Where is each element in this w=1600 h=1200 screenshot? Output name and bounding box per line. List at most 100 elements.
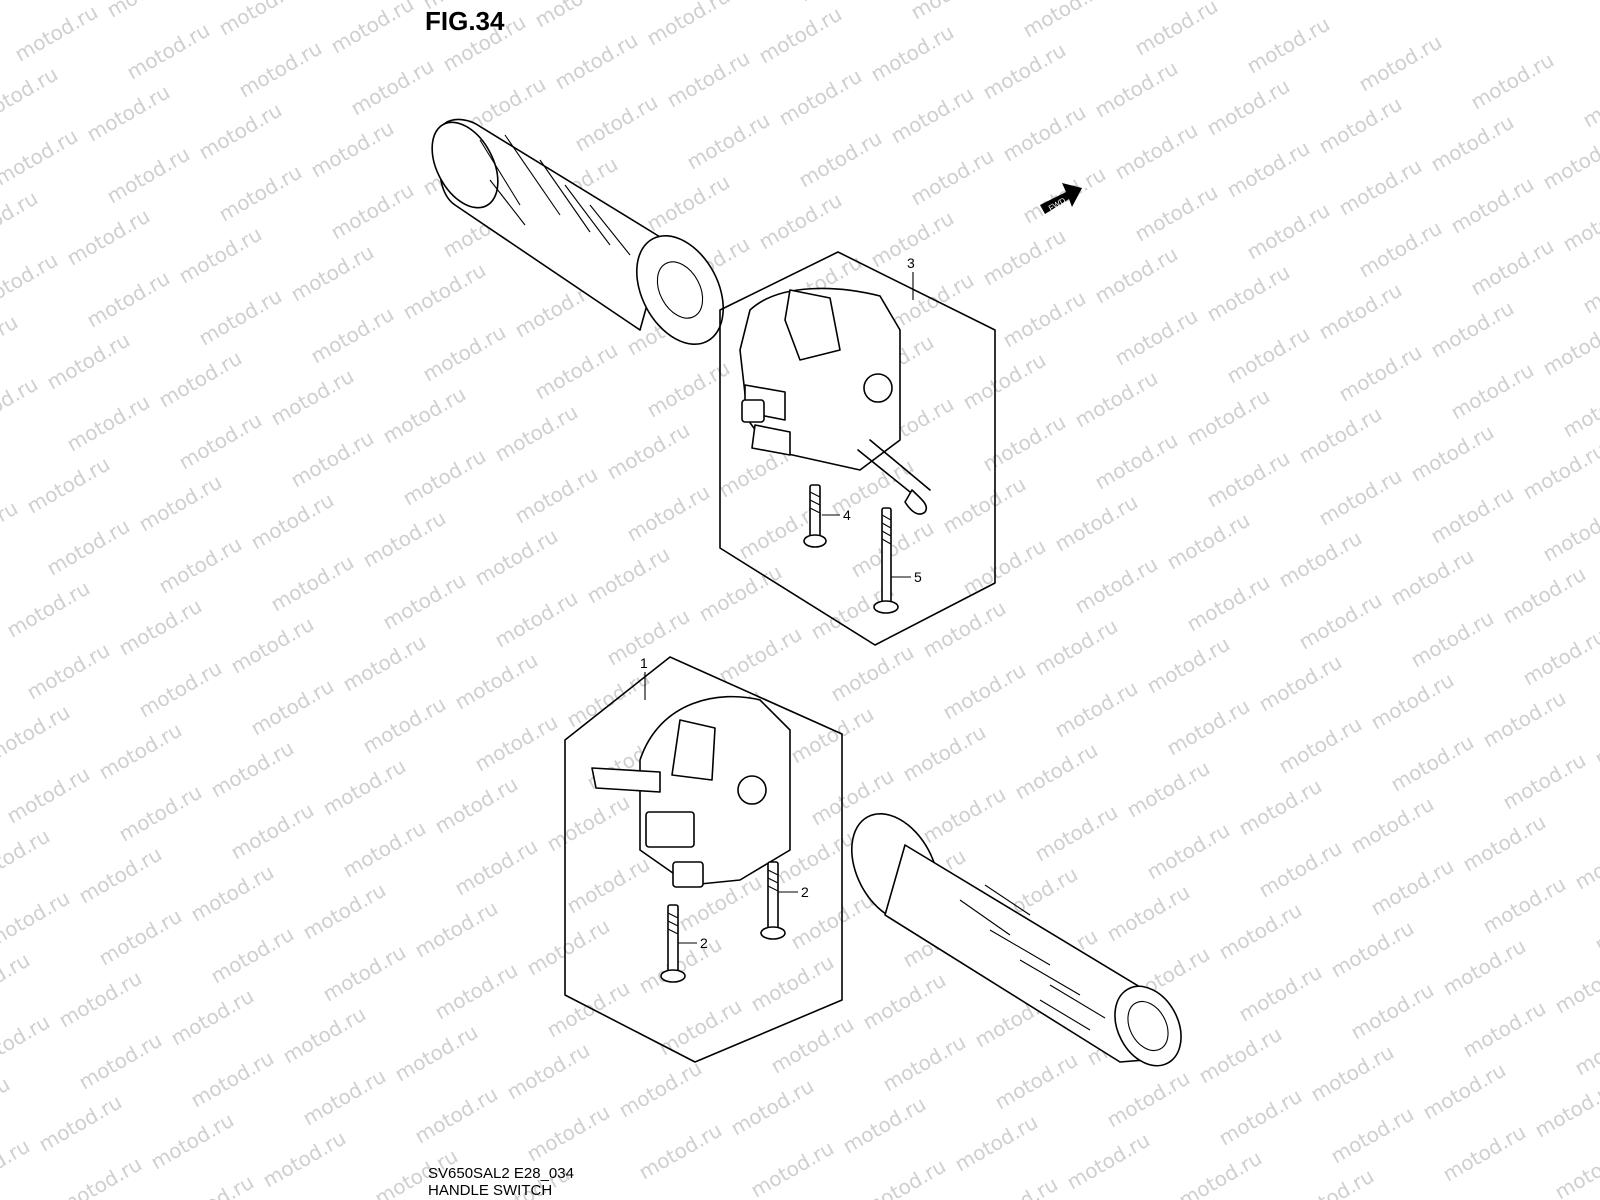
watermark-text: motod.ru — [1539, 500, 1600, 567]
watermark-text: motod.ru — [207, 736, 298, 803]
watermark-text: motod.ru — [839, 1092, 930, 1159]
watermark-text: motod.ru — [695, 560, 786, 627]
watermark-text: motod.ru — [319, 754, 410, 821]
watermark-text: motod.ru — [1051, 676, 1142, 743]
watermark-text: motod.ru — [727, 1074, 818, 1141]
watermark-text: motod.ru — [135, 470, 226, 537]
watermark-text: motod.ru — [523, 914, 614, 981]
watermark-text: motod.ru — [1295, 402, 1386, 469]
watermark-text: motod.ru — [1235, 960, 1326, 1027]
watermark-text: motod.ru — [55, 966, 146, 1033]
watermark-text: motod.ru — [1131, 180, 1222, 247]
right-switch-assembly-group — [719, 251, 996, 646]
watermark-text: motod.ru — [0, 0, 82, 4]
watermark-text: motod.ru — [1355, 216, 1446, 283]
watermark-text: motod.ru — [411, 1082, 502, 1149]
callout-5: 5 — [914, 569, 922, 585]
watermark-text: motod.ru — [919, 782, 1010, 849]
watermark-text: motod.ru — [951, 1110, 1042, 1177]
watermark-text: motod.ru — [0, 186, 42, 253]
watermark-text: motod.ru — [1367, 854, 1458, 921]
watermark-text: motod.ru — [1439, 1120, 1530, 1187]
watermark-text: motod.ru — [1571, 1014, 1600, 1081]
watermark-text: motod.ru — [327, 178, 418, 245]
watermark-text: motod.ru — [1143, 632, 1234, 699]
watermark-text: motod.ru — [431, 772, 522, 839]
callout-2a: 2 — [801, 884, 809, 900]
watermark-text: motod.ru — [379, 568, 470, 635]
watermark-text: motod.ru — [339, 630, 430, 697]
watermark-text: motod.ru — [1347, 792, 1438, 859]
callout-2b: 2 — [700, 935, 708, 951]
watermark-text: motod.ru — [563, 852, 654, 919]
figure-title: FIG.34 — [425, 6, 505, 36]
watermark-text: motod.ru — [307, 302, 398, 369]
watermark-text: motod.ru — [11, 0, 102, 66]
watermark-text: motod.ru — [715, 622, 806, 689]
model-code: SV650SAL2 E28_034 — [428, 1165, 574, 1182]
watermark-text: motod.ru — [919, 596, 1010, 663]
watermark-text: motod.ru — [1559, 376, 1600, 443]
watermark-text: motod.ru — [663, 46, 754, 113]
watermark-text: motod.ru — [531, 338, 622, 405]
watermark-text: motod.ru — [0, 124, 82, 191]
watermark-text: motod.ru — [327, 0, 418, 58]
watermark-text: motod.ru — [1591, 890, 1600, 957]
watermark-text: motod.ru — [747, 950, 838, 1017]
watermark-text: motod.ru — [0, 372, 42, 439]
watermark-text: motod.ru — [399, 444, 490, 511]
watermark-text: motod.ru — [95, 904, 186, 971]
watermark-text: motod.ru — [491, 400, 582, 467]
watermark-text: motod.ru — [267, 364, 358, 431]
watermark-text: motod.ru — [1387, 730, 1478, 797]
watermark-text: motod.ru — [1447, 172, 1538, 239]
watermark-text: motod.ru — [103, 142, 194, 209]
watermark-text: motod.ru — [1447, 358, 1538, 425]
watermark-text: motod.ru — [1111, 118, 1202, 185]
watermark-text: motod.ru — [1031, 614, 1122, 681]
watermark-text: motod.ru — [991, 1048, 1082, 1115]
figure-name: HANDLE SWITCH — [428, 1182, 553, 1199]
watermark-text: motod.ru — [55, 1152, 146, 1200]
watermark-text: motod.ru — [227, 612, 318, 679]
watermark-text: motod.ru — [1255, 836, 1346, 903]
watermark-text: motod.ru — [939, 472, 1030, 539]
watermark-text: motod.ru — [155, 532, 246, 599]
watermark-text: motod.ru — [0, 310, 22, 377]
watermark-text: motod.ru — [359, 506, 450, 573]
watermark-text: motod.ru — [1571, 828, 1600, 895]
watermark-text: motod.ru — [0, 62, 62, 129]
watermark-text: motod.ru — [379, 382, 470, 449]
watermark-text: motod.ru — [195, 284, 286, 351]
watermark-text: motod.ru — [1355, 30, 1446, 97]
watermark-text: motod.ru — [1215, 898, 1306, 965]
watermark-text: motod.ru — [267, 550, 358, 617]
watermark-text: motod.ru — [95, 718, 186, 785]
callout-3: 3 — [907, 255, 915, 271]
watermark-text: motod.ru — [235, 36, 326, 103]
watermark-text: motod.ru — [1295, 588, 1386, 655]
watermark-text: motod.ru — [1407, 606, 1498, 673]
watermark-text: motod.ru — [1499, 748, 1590, 815]
watermark-text: motod.ru — [103, 0, 194, 22]
watermark-text: motod.ru — [683, 108, 774, 175]
watermark-text: motod.ru — [1459, 996, 1550, 1063]
watermark-text: motod.ru — [787, 702, 878, 769]
watermark-text: motod.ru — [431, 958, 522, 1025]
watermark-text: motod.ru — [23, 638, 114, 705]
watermark-text: motod.ru — [63, 390, 154, 457]
watermark-text: motod.ru — [195, 98, 286, 165]
watermark-text: motod.ru — [75, 1028, 166, 1095]
watermark-text: motod.ru — [643, 170, 734, 237]
watermark-text: motod.ru — [1467, 234, 1558, 301]
watermark-text: motod.ru — [1327, 1102, 1418, 1169]
watermark-text: motod.ru — [1307, 1040, 1398, 1107]
watermark-text: motod.ru — [1419, 1058, 1510, 1125]
watermark-text: motod.ru — [279, 1002, 370, 1069]
watermark-text: motod.ru — [0, 700, 74, 767]
watermark-text: motod.ru — [1407, 420, 1498, 487]
callout-leaders — [644, 272, 914, 944]
watermark-text: motod.ru — [187, 1046, 278, 1113]
watermark-text: motod.ru — [1143, 818, 1234, 885]
